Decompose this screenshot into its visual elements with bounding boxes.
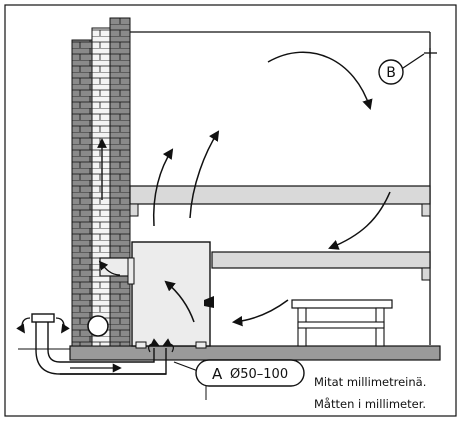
airflow-arrow-heater: [164, 280, 195, 323]
caption-swedish: Måtten i millimeter.: [314, 397, 427, 411]
vent-a-label: A: [212, 365, 223, 383]
airflow-arrow-bench: [328, 191, 391, 250]
footstool: [291, 299, 393, 347]
caption-finnish: Mitat millimetreinä.: [314, 375, 427, 389]
vent-b-label: B: [386, 65, 396, 81]
chimney-outer-left: [71, 39, 93, 347]
airflow-arrow-left: [152, 148, 174, 227]
heater-control-knob: [204, 296, 214, 308]
intake-arrow-right: [55, 317, 70, 334]
intake-duct: [31, 313, 167, 375]
airflow-arrow-ceiling: [267, 51, 373, 111]
airflow-arrow-mid: [189, 130, 220, 219]
cleanout-hatch: [87, 315, 109, 337]
vent-b-marker: [378, 59, 404, 85]
vent-a-marker: [195, 359, 305, 387]
upper-bench: [129, 185, 431, 205]
frame-border: [4, 4, 457, 417]
vent-a-size: Ø50–100: [230, 367, 288, 382]
intake-arrow-left: [16, 317, 31, 334]
heater-body: [131, 241, 211, 347]
airflow-arrows: [152, 51, 391, 327]
lower-bench: [211, 251, 431, 269]
chimney-flue: [91, 27, 111, 347]
airflow-arrow-floor: [231, 299, 289, 327]
floor-slab: [69, 345, 441, 361]
chimney-outer-right: [109, 17, 131, 347]
